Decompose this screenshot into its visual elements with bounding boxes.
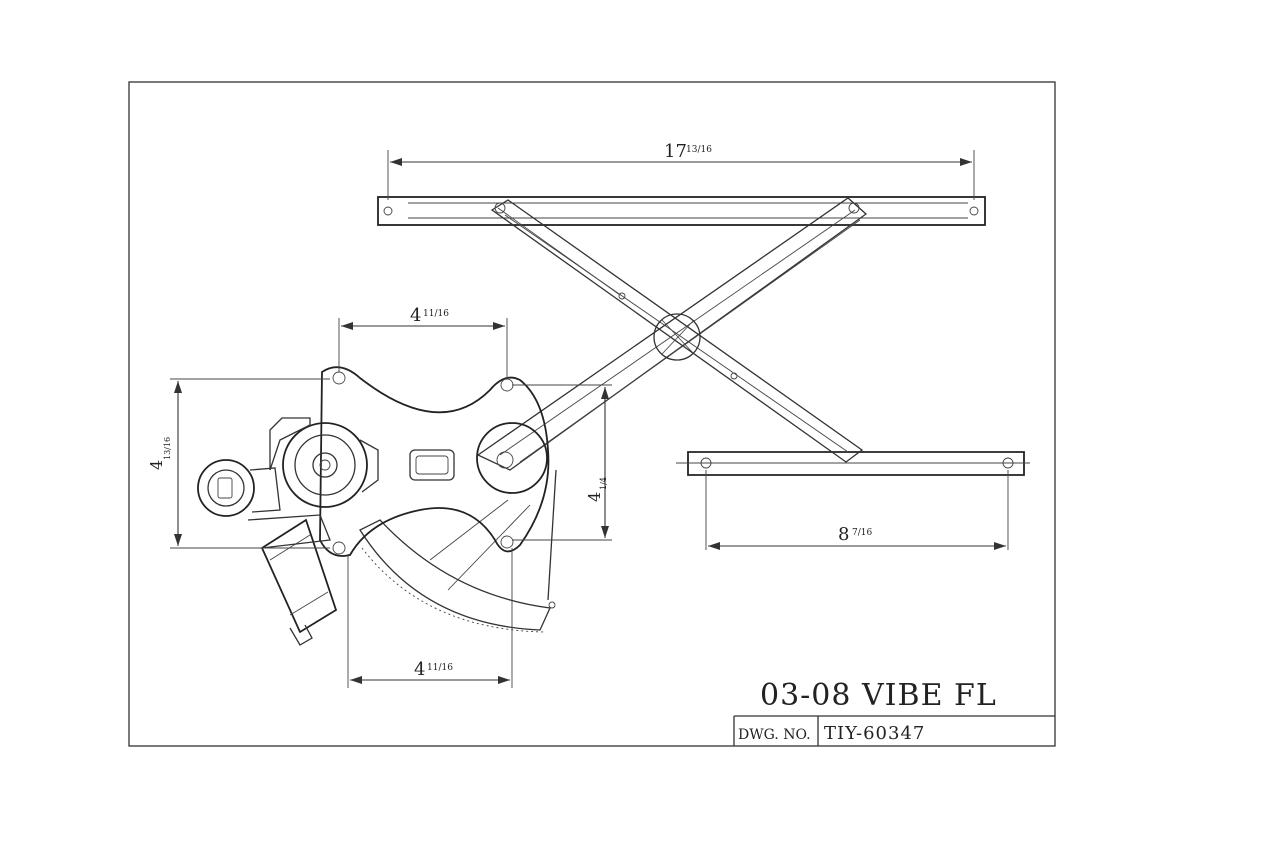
plate-slot <box>409 449 455 481</box>
dim-plate-top-fraction: 11/16 <box>423 309 449 319</box>
plate-hole-4 <box>500 535 514 549</box>
dim-motor-height-fraction: 13/16 <box>163 437 172 460</box>
dim-top-rail <box>387 150 975 200</box>
plate-hole-1 <box>332 371 346 385</box>
title-block-box <box>733 715 1055 746</box>
dim-plate-bottom-value: 4 <box>414 659 425 680</box>
motor-gear-housing <box>282 422 368 508</box>
dim-motor-height <box>170 378 330 549</box>
dim-bottom-rail-value: 8 <box>838 524 849 545</box>
drawing-title: 03-08 VIBE FL <box>760 678 997 713</box>
motor-assembly <box>197 417 379 646</box>
bottom-rail <box>676 451 1030 476</box>
plate-hole-3 <box>332 541 346 555</box>
dwg-number: TIY-60347 <box>824 723 925 744</box>
dim-top-rail-fraction: 13/16 <box>686 145 712 155</box>
plate-hole-2 <box>500 378 514 392</box>
dim-plate-top <box>338 318 508 379</box>
top-rail-hole-right <box>969 206 979 216</box>
motor-connector <box>197 459 255 517</box>
top-rail-hole-left <box>383 206 393 216</box>
dim-plate-top-value: 4 <box>410 305 421 326</box>
bottom-rail-hole-right <box>1002 457 1014 469</box>
top-rail <box>377 196 986 226</box>
dim-bottom-rail <box>705 470 1009 550</box>
drive-hub <box>476 422 548 494</box>
motor-body <box>260 518 338 634</box>
dim-plate-bottom <box>347 548 513 688</box>
dim-bracket-height-fraction: 1/4 <box>599 477 608 490</box>
scissor-arm-b <box>476 197 868 471</box>
dim-bottom-rail-fraction: 7/16 <box>852 528 872 538</box>
drawing-border <box>128 81 1056 747</box>
dim-bracket-height <box>512 384 612 541</box>
dwg-number-label: DWG. NO. <box>738 727 811 743</box>
dim-motor-height-value: 4 <box>147 460 166 470</box>
dim-plate-bottom-fraction: 11/16 <box>427 663 453 673</box>
bottom-rail-hole-left <box>700 457 712 469</box>
dim-top-rail-value: 17 <box>664 141 687 162</box>
center-pivot <box>618 292 738 380</box>
gear-sector <box>359 469 557 633</box>
dim-bracket-height-value: 4 <box>585 492 604 502</box>
mounting-plate <box>319 366 550 557</box>
